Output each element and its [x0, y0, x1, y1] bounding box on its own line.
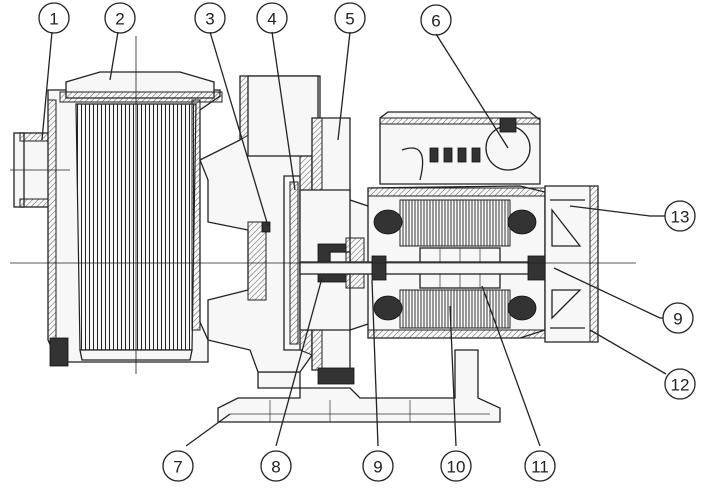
callout-4: 4 — [256, 2, 288, 34]
callout-9-right: 9 — [660, 302, 694, 334]
callout-2: 2 — [104, 2, 136, 34]
svg-text:11: 11 — [531, 458, 549, 477]
svg-text:1: 1 — [49, 10, 58, 29]
svg-text:10: 10 — [447, 458, 466, 477]
svg-text:5: 5 — [345, 10, 354, 29]
callout-11: 11 — [524, 450, 556, 482]
callout-7: 7 — [162, 450, 194, 482]
svg-text:6: 6 — [431, 12, 440, 31]
callout-8: 8 — [260, 450, 292, 482]
callout-9-bottom: 9 — [362, 450, 394, 482]
svg-text:12: 12 — [671, 376, 690, 395]
callout-10: 10 — [440, 450, 472, 482]
terminal-box — [379, 111, 541, 185]
callout-5: 5 — [334, 2, 366, 34]
svg-text:4: 4 — [267, 10, 276, 29]
svg-text:8: 8 — [271, 458, 280, 477]
callout-6: 6 — [420, 4, 452, 36]
svg-text:9: 9 — [673, 310, 682, 329]
base — [217, 349, 501, 423]
callout-3: 3 — [194, 2, 226, 34]
strainer-lid — [59, 71, 223, 103]
leader-lines — [41, 31, 667, 447]
svg-text:13: 13 — [671, 208, 690, 227]
svg-text:2: 2 — [115, 10, 124, 29]
fan-cover — [544, 185, 599, 343]
callout-13: 13 — [650, 200, 696, 232]
svg-text:9: 9 — [373, 458, 382, 477]
stator-winding — [373, 199, 537, 329]
callout-12: 12 — [664, 368, 696, 400]
svg-text:3: 3 — [205, 10, 214, 29]
callout-1: 1 — [38, 2, 70, 34]
svg-text:7: 7 — [173, 458, 182, 477]
bearings — [371, 255, 547, 281]
